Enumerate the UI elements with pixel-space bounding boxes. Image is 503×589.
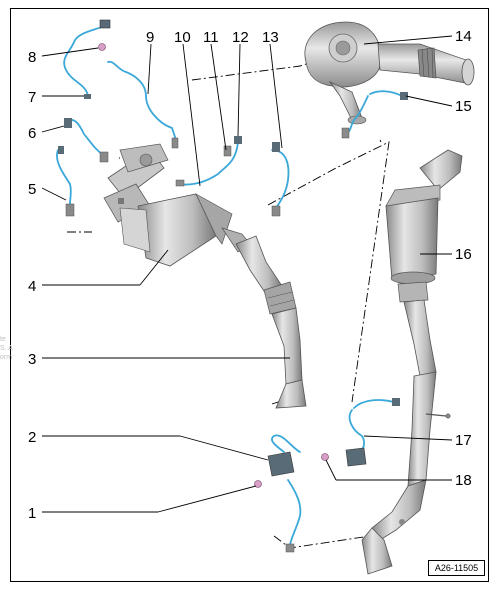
callout-1: 1 [28,505,36,522]
callout-18: 18 [455,472,472,489]
watermark-line: te [0,336,6,343]
leader-17 [363,435,453,441]
callout-17: 17 [455,432,472,449]
leader-15 [405,95,453,107]
callout-9: 9 [146,29,154,46]
callout-2: 2 [28,429,36,446]
callout-16: 16 [455,246,472,263]
callout-13: 13 [262,29,279,46]
callout-10: 10 [174,29,191,46]
connection-lines [67,61,390,549]
callout-labels: 1 2 3 4 5 6 7 8 9 10 11 12 13 14 15 16 1… [28,28,472,522]
front-exhaust-pipe [235,235,307,409]
particulate-filter [361,149,463,575]
watermark-line: orm [0,354,13,361]
leader-9 [147,43,152,95]
leader-12 [237,43,241,137]
callout-7: 7 [28,89,36,106]
turbocharger [304,21,475,125]
callout-4: 4 [28,278,36,295]
sensor-parts [58,19,408,553]
figure-frame [10,8,489,582]
callout-14: 14 [455,28,472,45]
callout-3: 3 [28,351,36,368]
leader-13 [269,43,283,149]
leader-14 [363,35,453,45]
leader-11 [210,43,227,151]
callout-12: 12 [232,29,249,46]
leader-5 [41,187,67,201]
leader-lines [41,35,453,513]
catalytic-converter [103,143,251,267]
leader-6 [41,125,65,133]
watermark-line: S. A [0,345,13,352]
callout-15: 15 [455,98,472,115]
leader-8 [41,47,99,57]
leader-10 [182,43,201,187]
callout-8: 8 [28,49,36,66]
figure-reference: A26-11505 [428,560,485,576]
watermark: te S. A orm [0,335,20,385]
callout-6: 6 [28,125,36,142]
callout-5: 5 [28,181,36,198]
callout-11: 11 [203,29,219,46]
sensor-wires [56,25,403,547]
